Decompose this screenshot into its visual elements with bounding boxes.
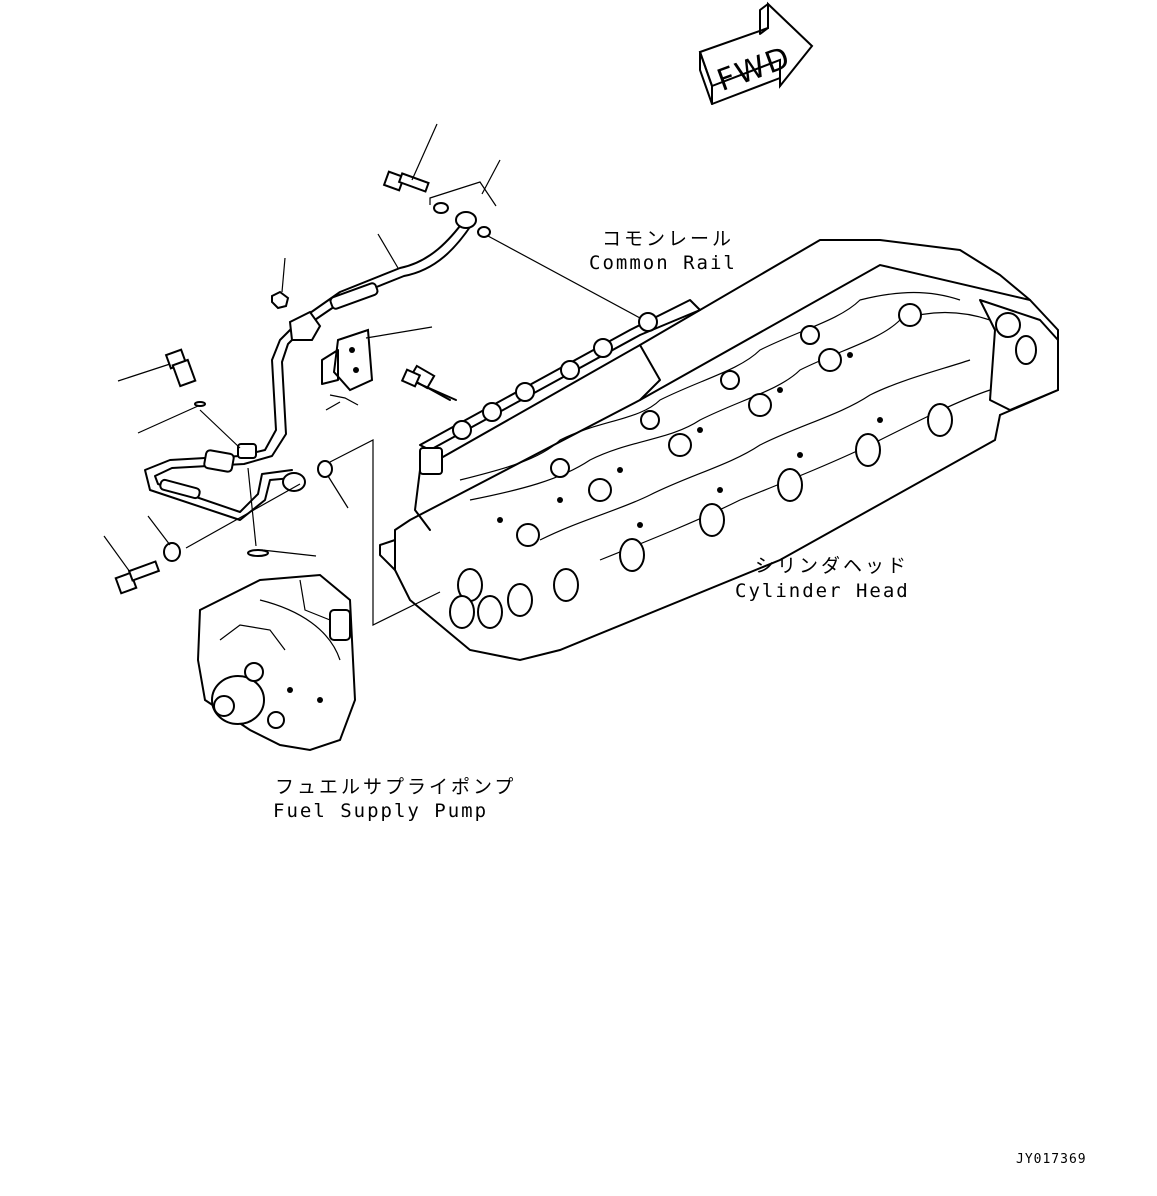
- fuel-pump-label-jp: フュエルサプライポンプ: [275, 776, 517, 798]
- washer-top-icon: [433, 202, 491, 238]
- bolt-bottom-icon: [114, 560, 161, 595]
- cylinder-head-label-jp: シリンダヘッド: [755, 555, 910, 577]
- bracket-drawing: [321, 328, 457, 411]
- bolt-top-icon: [382, 170, 430, 193]
- fwd-arrow-icon: FWD: [698, 1, 814, 105]
- common-rail-label-en: Common Rail: [589, 252, 737, 274]
- o-ring-icon: [194, 401, 269, 557]
- cylinder-head-drawing: [379, 239, 1059, 662]
- drawing-code: JY017369: [1016, 1152, 1087, 1167]
- common-rail-label-jp: コモンレール: [602, 228, 735, 250]
- fuel-supply-pump-drawing: [196, 573, 357, 752]
- eye-bolt-icon: [164, 348, 197, 388]
- fuel-pipe-drawing: [144, 211, 477, 521]
- nut-icon: [271, 290, 290, 310]
- cylinder-head-label-en: Cylinder Head: [735, 580, 910, 602]
- leader-lines: [103, 123, 641, 626]
- common-rail-drawing: [408, 299, 701, 475]
- fuel-pump-label-en: Fuel Supply Pump: [273, 800, 489, 822]
- washer-bottom-icon: [163, 460, 333, 562]
